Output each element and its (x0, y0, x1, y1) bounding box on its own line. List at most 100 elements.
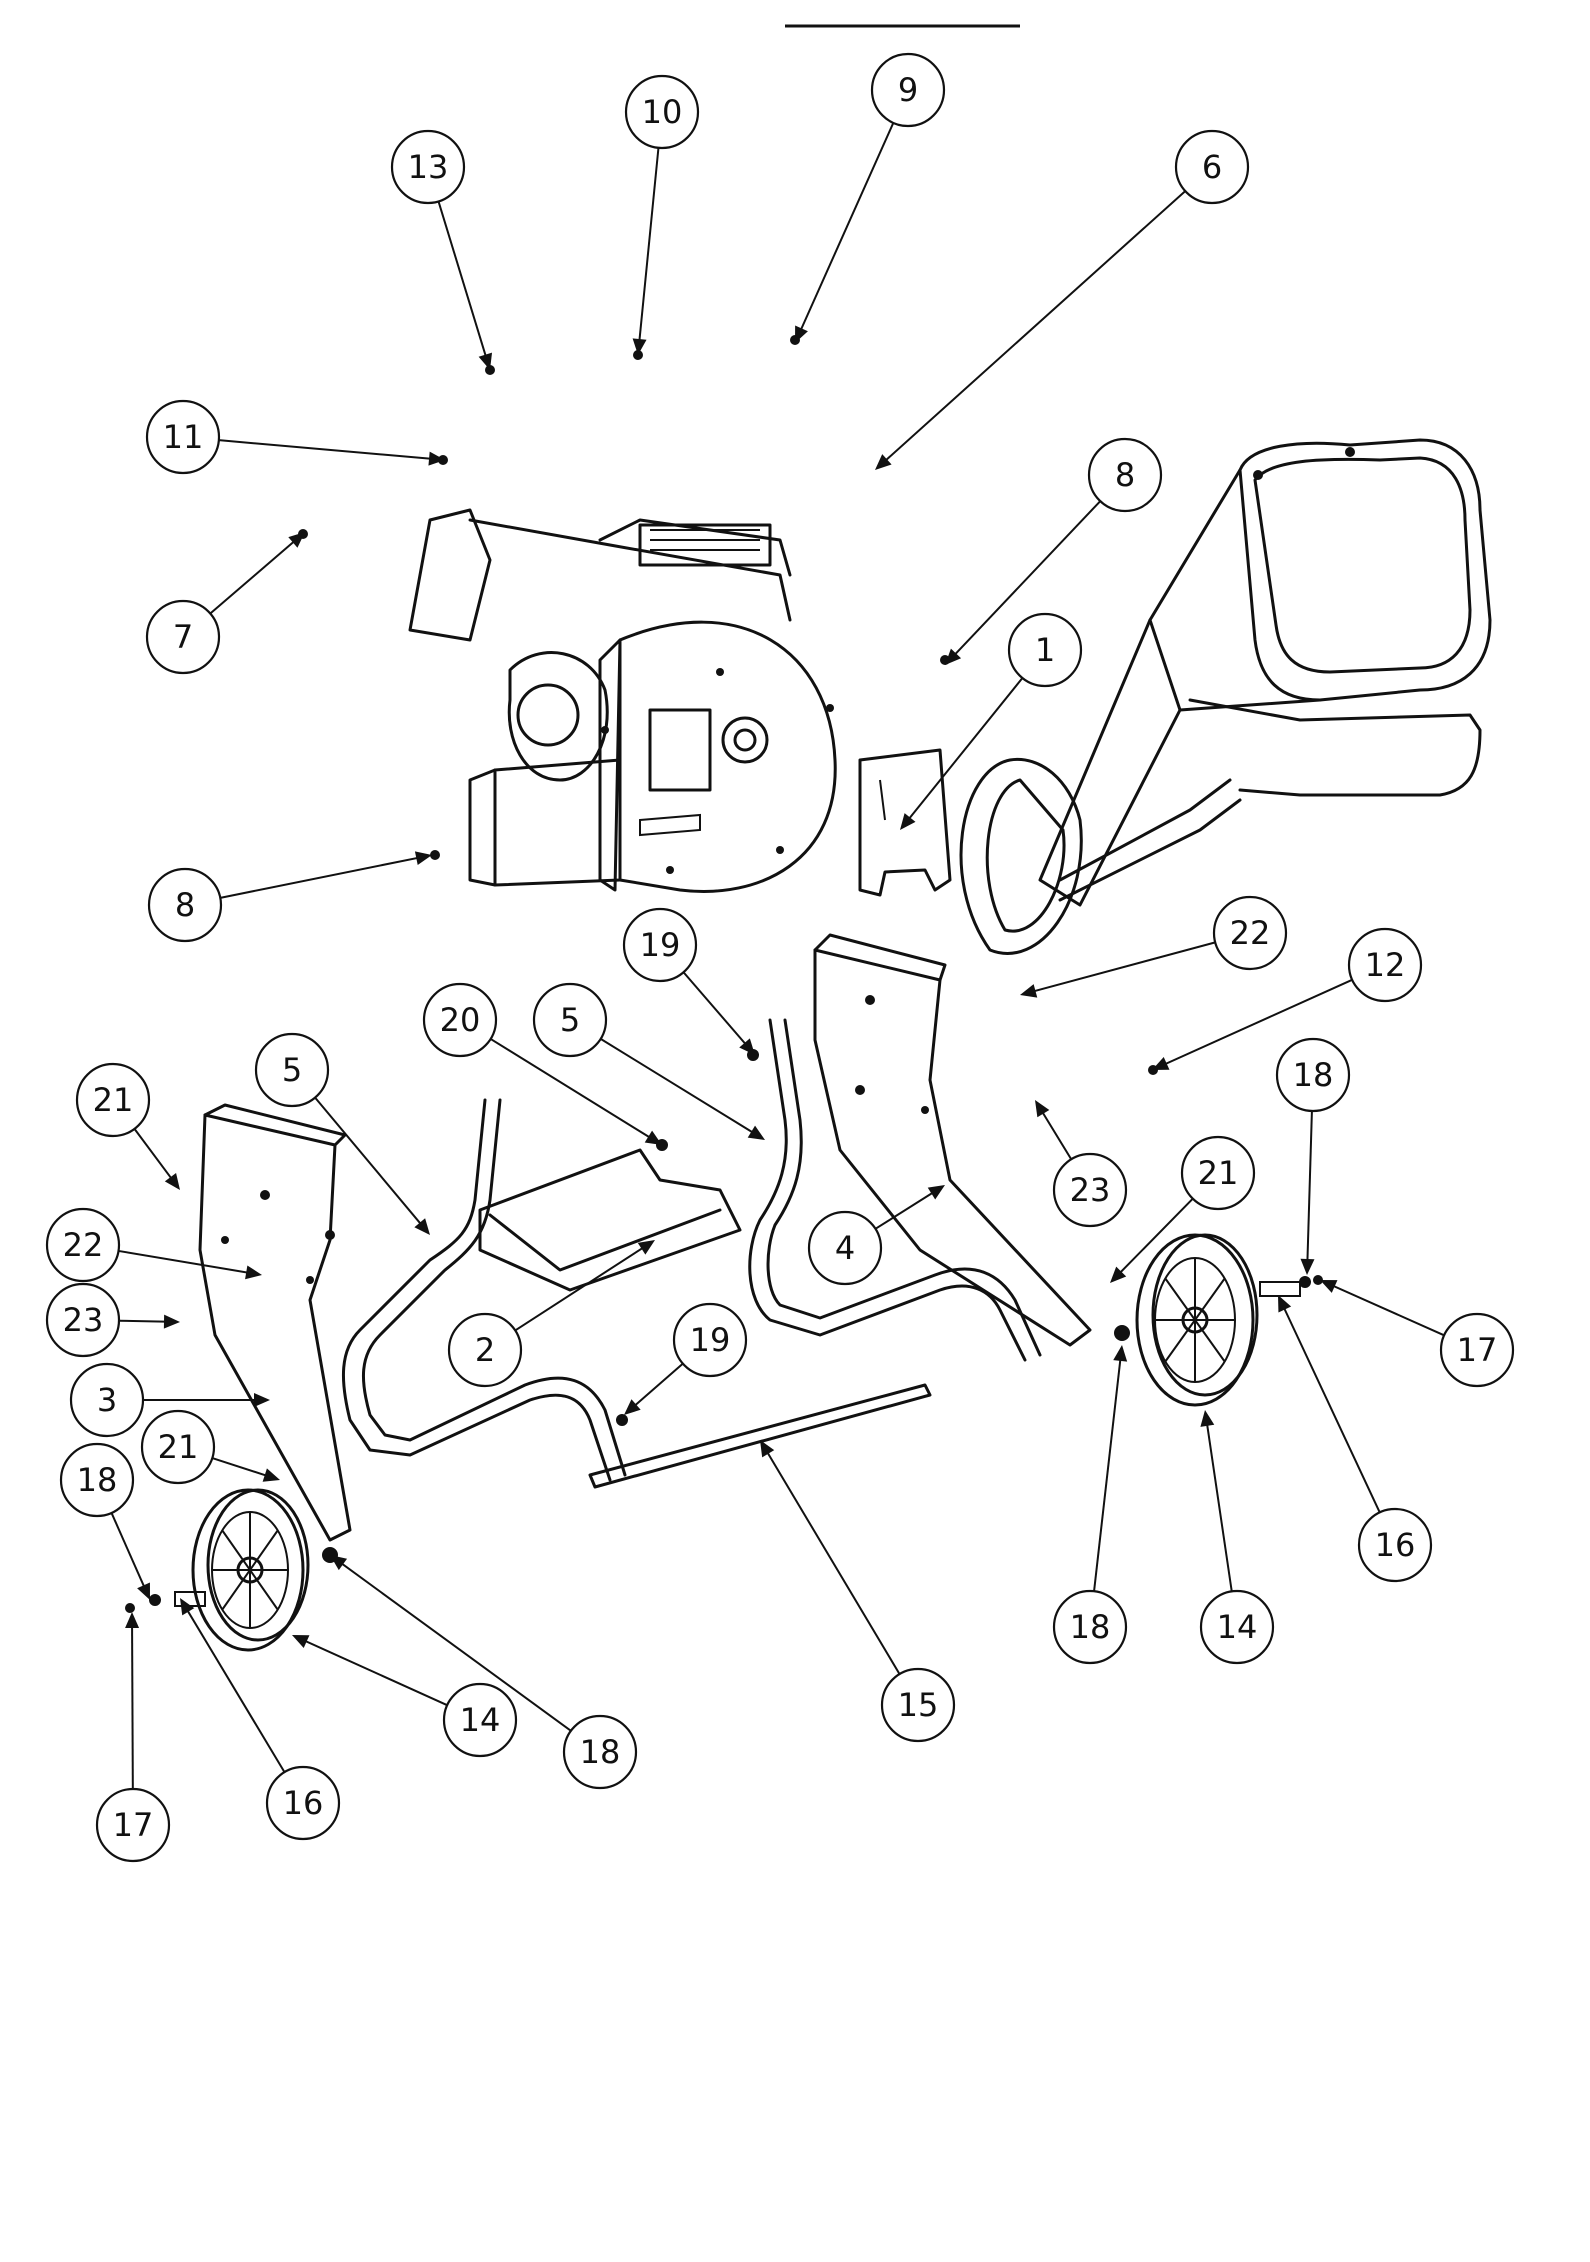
callout-circle (672, 1302, 748, 1378)
left-side-plate (198, 1103, 352, 1542)
callout-10: 10 (624, 74, 700, 150)
callout-circle (1212, 895, 1288, 971)
callout-circle (1052, 1152, 1128, 1228)
callout-1: 1 (1007, 612, 1083, 688)
callout-number: 16 (283, 1784, 324, 1822)
callout-leader-line (131, 1615, 134, 1790)
callout-leader-line (110, 1512, 150, 1597)
callout-circle (140, 1409, 216, 1485)
callout-arrowhead (1113, 1345, 1128, 1362)
callout-number: 22 (1230, 914, 1271, 952)
callout-arrowhead (632, 338, 647, 355)
callout-arrowhead (414, 851, 432, 866)
callout-9: 9 (870, 52, 946, 128)
callout-number: 17 (1457, 1331, 1498, 1369)
callout-circle (1174, 129, 1250, 205)
callout-leader-line (218, 439, 442, 461)
callout-circle (807, 1210, 883, 1286)
right-wheel (1135, 1233, 1259, 1407)
callout-leader-line (295, 1635, 448, 1707)
callout-number: 6 (1202, 148, 1222, 186)
callout-number: 21 (1198, 1154, 1239, 1192)
callout-number: 20 (440, 1001, 481, 1039)
callout-balloons: 1234556788910111213141415161617171818181… (45, 52, 1515, 1863)
callout-leader-line (877, 190, 1186, 469)
callout-circle (265, 1765, 341, 1841)
callout-circle (69, 1362, 145, 1438)
callout-number: 22 (63, 1226, 104, 1264)
callout-circle (45, 1282, 121, 1358)
callout-arrowhead (1300, 1258, 1315, 1275)
callout-leader-line (1093, 1348, 1123, 1592)
callout-circle (1357, 1507, 1433, 1583)
callout-number: 15 (898, 1686, 939, 1724)
callout-4: 4 (807, 1210, 883, 1286)
callout-18c: 18 (1052, 1589, 1128, 1665)
callout-16a: 16 (265, 1765, 341, 1841)
callout-14b: 14 (1199, 1589, 1275, 1665)
callout-arrowhead (330, 1555, 348, 1571)
callout-leader-line (947, 500, 1101, 663)
callout-number: 18 (1293, 1056, 1334, 1094)
callout-22a: 22 (45, 1207, 121, 1283)
callout-circle (1275, 1037, 1351, 1113)
callout-arrowhead (262, 1468, 280, 1482)
callout-circle (870, 52, 946, 128)
callout-number: 16 (1375, 1526, 1416, 1564)
callout-number: 1 (1035, 631, 1055, 669)
hardware-fasteners (125, 335, 1323, 1613)
callout-circle (59, 1442, 135, 1518)
callout-arrowhead (1035, 1100, 1050, 1118)
callout-leader-line (682, 971, 754, 1053)
callout-circle (145, 399, 221, 475)
callout-16b: 16 (1357, 1507, 1433, 1583)
callout-leader-line (1278, 1298, 1381, 1513)
callout-number: 23 (1070, 1171, 1111, 1209)
callout-arrowhead (875, 454, 892, 470)
callout-8a: 8 (1087, 437, 1163, 513)
callout-circle (1007, 612, 1083, 688)
center-tray (478, 1148, 742, 1292)
left-wheel (191, 1488, 310, 1652)
callout-arrowhead (1020, 984, 1038, 998)
callout-circle (254, 1032, 330, 1108)
callout-arrowhead (414, 1218, 430, 1235)
callout-leader-line (514, 1241, 653, 1332)
callout-leader-line (901, 677, 1024, 828)
callout-circle (532, 982, 608, 1058)
callout-arrowhead (125, 1612, 140, 1629)
callout-number: 19 (690, 1321, 731, 1359)
callout-leader-line (209, 533, 303, 615)
callout-17a: 17 (95, 1787, 171, 1863)
callout-circle (1347, 927, 1423, 1003)
callout-15: 15 (880, 1667, 956, 1743)
callout-arrowhead (1320, 1280, 1338, 1293)
callout-21c: 21 (1180, 1135, 1256, 1211)
callout-19a: 19 (622, 907, 698, 983)
callout-leader-line (761, 1442, 901, 1675)
callout-arrowhead (180, 1598, 195, 1616)
callout-arrowhead (478, 352, 493, 370)
callout-number: 14 (1217, 1608, 1258, 1646)
callout-circle (45, 1207, 121, 1283)
callout-number: 21 (158, 1428, 199, 1466)
callout-leader-line (133, 1128, 179, 1188)
callout-number: 18 (77, 1461, 118, 1499)
callout-number: 7 (173, 618, 193, 656)
callout-circle (622, 907, 698, 983)
callout-leader-line (220, 854, 429, 899)
callout-arrowhead (163, 1314, 180, 1329)
callout-circle (145, 599, 221, 675)
callout-number: 2 (475, 1331, 495, 1369)
callout-circle (442, 1682, 518, 1758)
callout-leader-line (795, 122, 895, 340)
callout-number: 5 (282, 1051, 302, 1089)
bracket-plate (858, 748, 952, 897)
callout-number: 21 (93, 1081, 134, 1119)
callout-number: 10 (642, 93, 683, 131)
callout-leaders (110, 122, 1445, 1790)
callout-17b: 17 (1439, 1312, 1515, 1388)
callout-leader-line (1306, 1110, 1313, 1272)
callout-21a: 21 (75, 1062, 151, 1138)
